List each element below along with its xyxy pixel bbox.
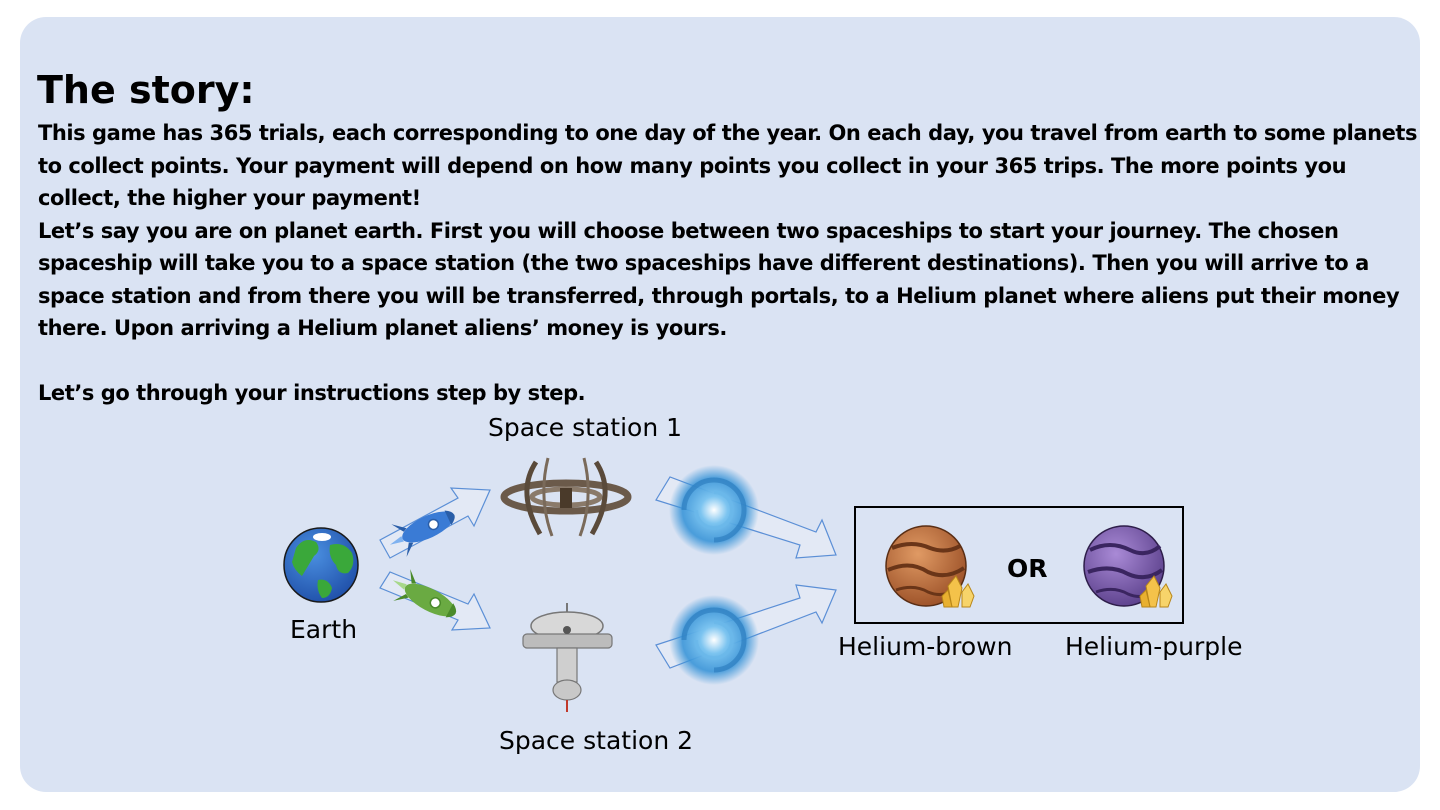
helium-brown-label: Helium-brown xyxy=(838,632,1013,661)
story-paragraph-1: This game has 365 trials, each correspon… xyxy=(38,121,1418,210)
space-station-2-label: Space station 2 xyxy=(499,726,694,755)
earth-label: Earth xyxy=(290,615,358,644)
helium-purple-label: Helium-purple xyxy=(1065,632,1243,661)
helium-planets-box xyxy=(854,506,1184,624)
space-station-1-label: Space station 1 xyxy=(488,413,683,442)
story-text: This game has 365 trials, each correspon… xyxy=(38,117,1418,410)
helium-brown-planet-icon xyxy=(885,525,967,607)
portal-2-icon xyxy=(669,595,759,685)
story-paragraph-3: Let’s go through your instructions step … xyxy=(38,381,586,405)
crystal-purple-icon xyxy=(1139,575,1173,608)
portal-1-icon xyxy=(669,465,759,555)
helium-purple-planet-icon xyxy=(1083,525,1165,607)
green-rocket-icon xyxy=(392,569,457,618)
page-title: The story: xyxy=(37,68,255,112)
space-station-2-icon xyxy=(522,603,613,712)
crystal-brown-icon xyxy=(941,575,975,608)
earth-icon xyxy=(283,527,359,603)
story-paragraph-2: Let’s say you are on planet earth. First… xyxy=(38,218,1400,341)
space-station-1-icon xyxy=(500,457,632,537)
blue-rocket-icon xyxy=(389,510,455,557)
or-label: OR xyxy=(1007,554,1048,583)
